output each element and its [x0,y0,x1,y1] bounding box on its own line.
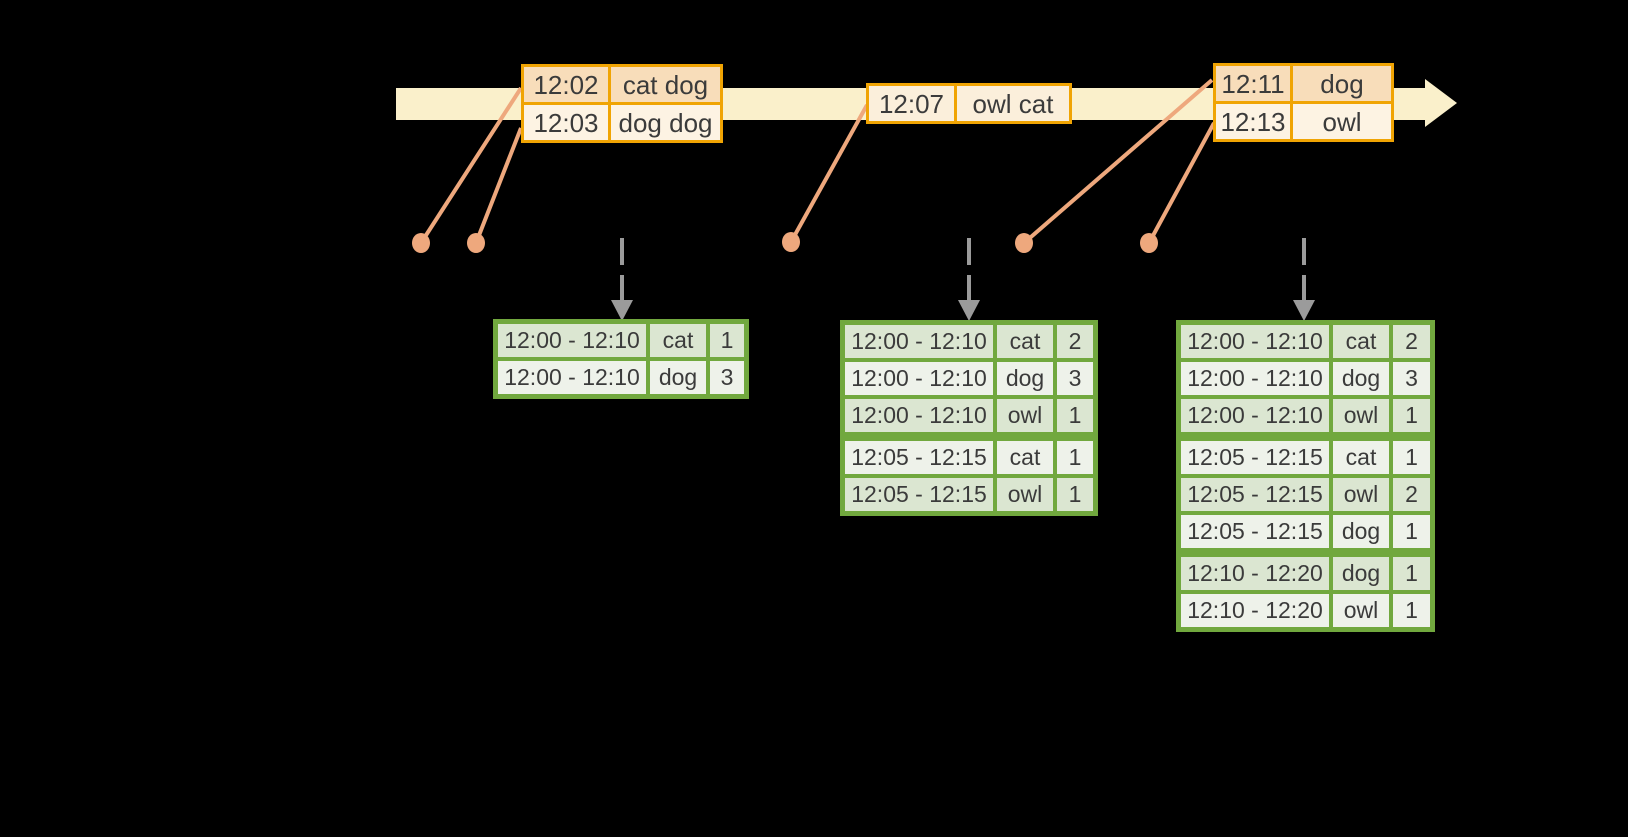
count-cell: 1 [1389,399,1430,432]
event-time-cell: 12:02 [533,69,599,100]
count-cell: 3 [706,361,744,394]
count-cell: 3 [1389,362,1430,395]
count-cell: 1 [1389,594,1430,627]
window-cell: 12:00 - 12:10 [504,327,640,353]
result-row: 12:00 - 12:10 dog 3 [845,358,1093,395]
timeline-arrowhead-icon [1425,79,1457,127]
window-cell: 12:00 - 12:10 [1187,402,1323,428]
result-table-3: 12:00 - 12:10 cat 2 12:00 - 12:10 dog 3 … [1176,320,1435,632]
window-cell: 12:00 - 12:10 [504,364,640,390]
count-cell: 1 [1053,441,1093,474]
result-row: 12:10 - 12:20 owl 1 [1181,590,1430,627]
event-table-1: 12:02 cat dog 12:03 dog dog [521,64,723,143]
result-row: 12:00 - 12:10 cat 2 [845,325,1093,358]
event-words-cell: dog [1290,66,1391,101]
window-cell: 12:05 - 12:15 [851,481,987,507]
count-cell: 2 [1389,478,1430,511]
event-dot [1015,233,1033,253]
count-cell: 1 [1389,557,1430,590]
event-table-2: 12:07 owl cat [866,83,1072,124]
result-row: 12:00 - 12:10 dog 3 [498,357,744,394]
count-cell: 1 [1389,515,1430,548]
word-cell: cat [1329,325,1389,358]
window-cell: 12:05 - 12:15 [1187,518,1323,544]
window-cell: 12:00 - 12:10 [851,328,987,354]
window-cell: 12:10 - 12:20 [1187,560,1323,586]
event-time-cell: 12:07 [878,88,945,119]
window-cell: 12:05 - 12:15 [1187,444,1323,470]
result-row: 12:00 - 12:10 owl 1 [1181,395,1430,432]
window-cell: 12:10 - 12:20 [1187,597,1323,623]
result-row: 12:05 - 12:15 owl 1 [845,474,1093,511]
count-cell: 1 [1053,399,1093,432]
window-cell: 12:05 - 12:15 [851,444,987,470]
trigger-arrow-head-icon [611,300,633,321]
result-row: 12:00 - 12:10 cat 1 [498,324,744,357]
window-cell: 12:00 - 12:10 [851,402,987,428]
result-row: 12:00 - 12:10 owl 1 [845,395,1093,432]
event-time-cell: 12:03 [533,107,599,138]
count-cell: 1 [706,324,744,357]
event-row: 12:03 dog dog [524,102,720,140]
word-cell: owl [1329,399,1389,432]
event-words-cell: cat dog [608,67,720,102]
result-row: 12:00 - 12:10 cat 2 [1181,325,1430,358]
word-cell: cat [993,325,1053,358]
word-cell: cat [993,441,1053,474]
trigger-arrow-head-icon [958,300,980,321]
window-cell: 12:00 - 12:10 [1187,328,1323,354]
connector-line [474,127,523,244]
event-row: 12:13 owl [1216,101,1391,139]
word-cell: owl [993,478,1053,511]
result-row: 12:05 - 12:15 cat 1 [1181,432,1430,474]
window-cell: 12:00 - 12:10 [1187,365,1323,391]
connector-line [789,104,869,243]
word-cell: owl [1329,478,1389,511]
result-table-1: 12:00 - 12:10 cat 1 12:00 - 12:10 dog 3 [493,319,749,399]
connector-line [419,86,523,245]
word-cell: cat [646,324,706,357]
word-cell: cat [1329,441,1389,474]
event-dot [782,232,800,252]
count-cell: 1 [1053,478,1093,511]
count-cell: 2 [1053,325,1093,358]
event-words-cell: owl [1290,104,1391,139]
event-row: 12:07 owl cat [869,86,1069,121]
count-cell: 2 [1389,325,1430,358]
result-row: 12:05 - 12:15 cat 1 [845,432,1093,474]
event-row: 12:11 dog [1216,66,1391,101]
word-cell: dog [1329,362,1389,395]
window-cell: 12:00 - 12:10 [851,365,987,391]
connector-line [1147,122,1216,244]
word-cell: dog [1329,515,1389,548]
count-cell: 1 [1389,441,1430,474]
event-row: 12:02 cat dog [524,67,720,102]
word-cell: dog [1329,557,1389,590]
window-cell: 12:05 - 12:15 [1187,481,1323,507]
trigger-arrow-head-icon [1293,300,1315,321]
event-words-cell: dog dog [608,105,720,140]
connector-line [1022,78,1214,245]
result-row: 12:05 - 12:15 dog 1 [1181,511,1430,548]
word-cell: owl [993,399,1053,432]
event-dot [467,233,485,253]
event-time-cell: 12:11 [1221,68,1285,99]
event-words-cell: owl cat [954,86,1069,121]
event-time-cell: 12:13 [1220,106,1286,137]
event-dot [1140,233,1158,253]
word-cell: owl [1329,594,1389,627]
word-cell: dog [993,362,1053,395]
result-row: 12:00 - 12:10 dog 3 [1181,358,1430,395]
result-table-2: 12:00 - 12:10 cat 2 12:00 - 12:10 dog 3 … [840,320,1098,516]
word-cell: dog [646,361,706,394]
event-dot [412,233,430,253]
result-row: 12:05 - 12:15 owl 2 [1181,474,1430,511]
event-table-3: 12:11 dog 12:13 owl [1213,63,1394,142]
result-row: 12:10 - 12:20 dog 1 [1181,548,1430,590]
count-cell: 3 [1053,362,1093,395]
